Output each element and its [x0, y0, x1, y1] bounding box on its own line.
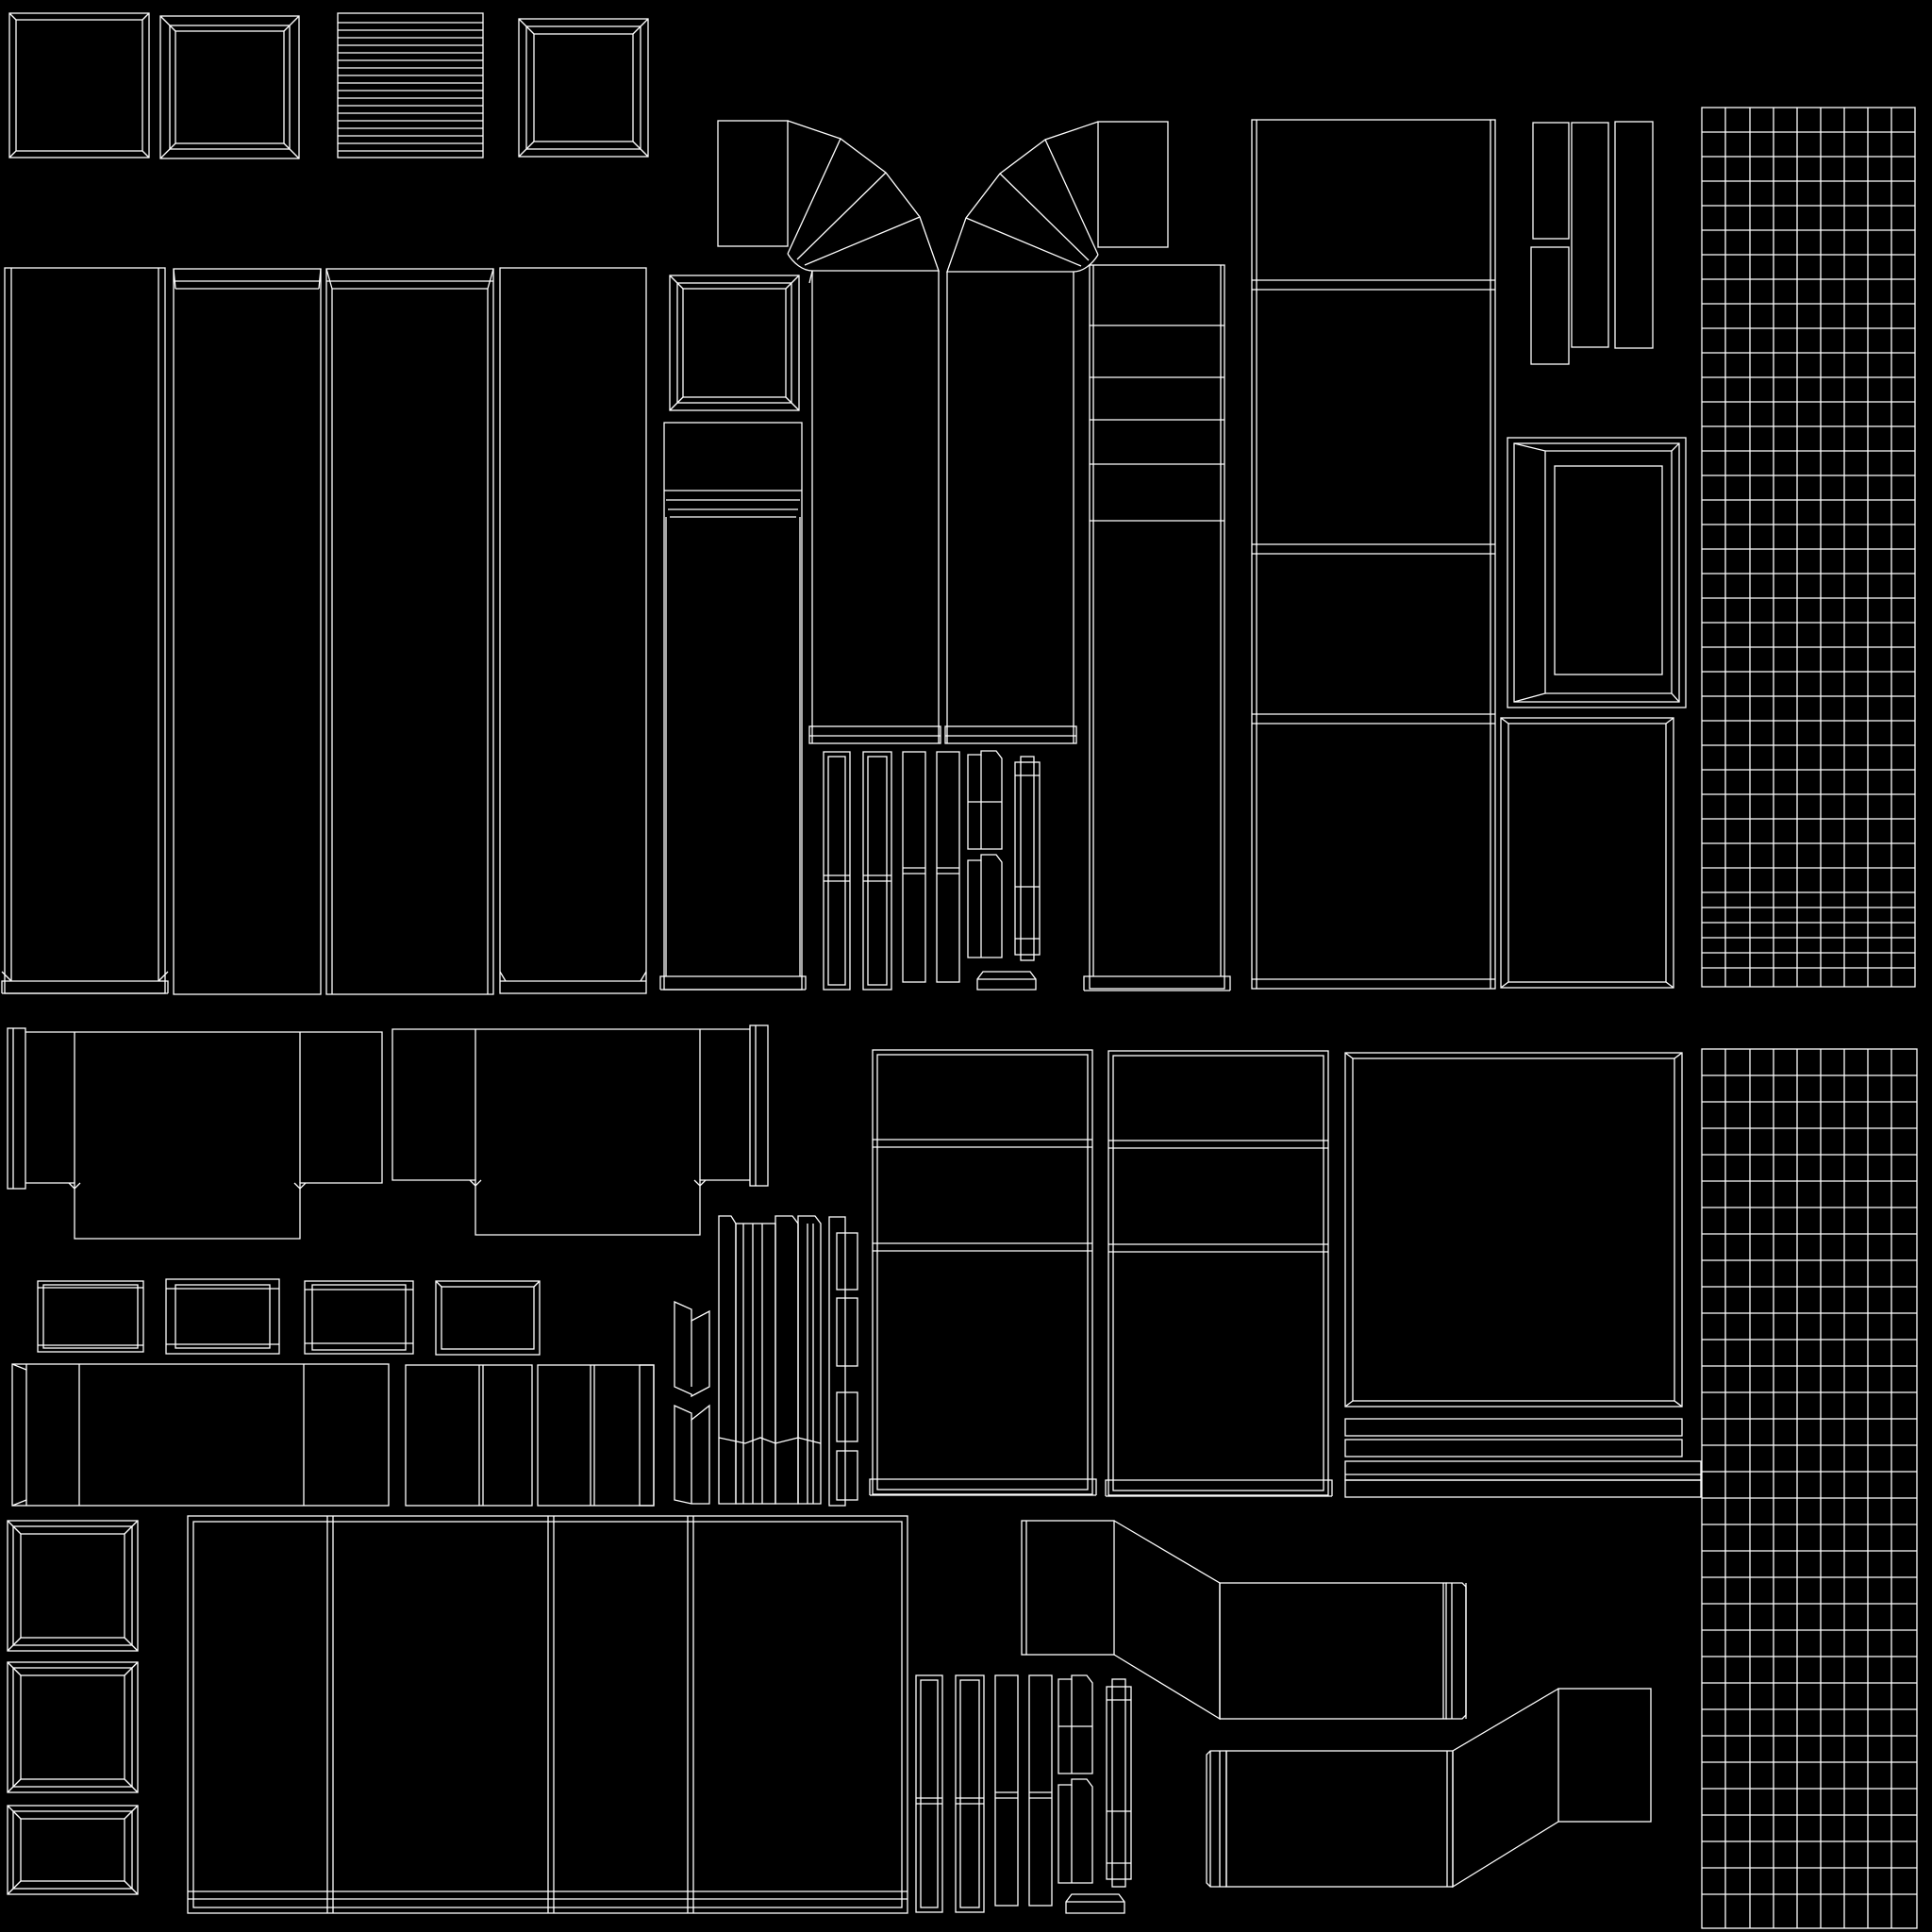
grid-panel-upper [1701, 107, 1916, 988]
offset-transition-upper [1021, 1520, 1467, 1721]
grid-panel-lower [1701, 1048, 1918, 1929]
cap-tiles-row [37, 1278, 541, 1356]
duct-column-b [1083, 264, 1231, 991]
t-bracket-right [391, 1024, 769, 1236]
elbow-right [946, 121, 1169, 273]
large-duct-box [1251, 119, 1496, 990]
slat-pieces [1530, 121, 1654, 365]
vent-tile-3 [518, 18, 649, 158]
square-panel-large [1344, 1052, 1702, 1498]
long-duct-sheet [187, 1515, 908, 1914]
duct-column-a [659, 422, 807, 991]
offset-transition-lower [1206, 1688, 1652, 1889]
profile-ribbed-block [718, 1215, 858, 1507]
duct-panel-4 [499, 267, 647, 994]
strip-short-c [537, 1364, 655, 1507]
box-column-c [869, 1049, 1097, 1496]
framed-access-panel [1507, 437, 1687, 708]
vent-tile-2 [159, 15, 300, 159]
box-lower-right [1500, 717, 1674, 989]
flange-strips-upper [823, 750, 1041, 991]
vent-grille-louvers [337, 12, 484, 158]
strip-short-b [405, 1364, 533, 1507]
strip-long-a [11, 1363, 390, 1507]
duct-panel-1 [1, 267, 169, 994]
elbow-left [717, 120, 940, 272]
flange-strips-lower [915, 1674, 1132, 1914]
duct-panel-3 [325, 268, 494, 995]
duct-strip-right [944, 272, 1077, 744]
vent-tile-1 [8, 12, 150, 158]
t-bracket-left [7, 1027, 383, 1240]
box-column-d [1105, 1050, 1333, 1497]
duct-panel-2 [173, 268, 322, 995]
square-cap-mid [669, 275, 800, 411]
duct-strip-left [808, 270, 941, 744]
profile-notched-small [674, 1300, 710, 1505]
vent-tile-bottom-1 [7, 1520, 139, 1652]
vent-tile-bottom-3 [7, 1805, 139, 1895]
vent-tile-bottom-2 [7, 1661, 139, 1793]
